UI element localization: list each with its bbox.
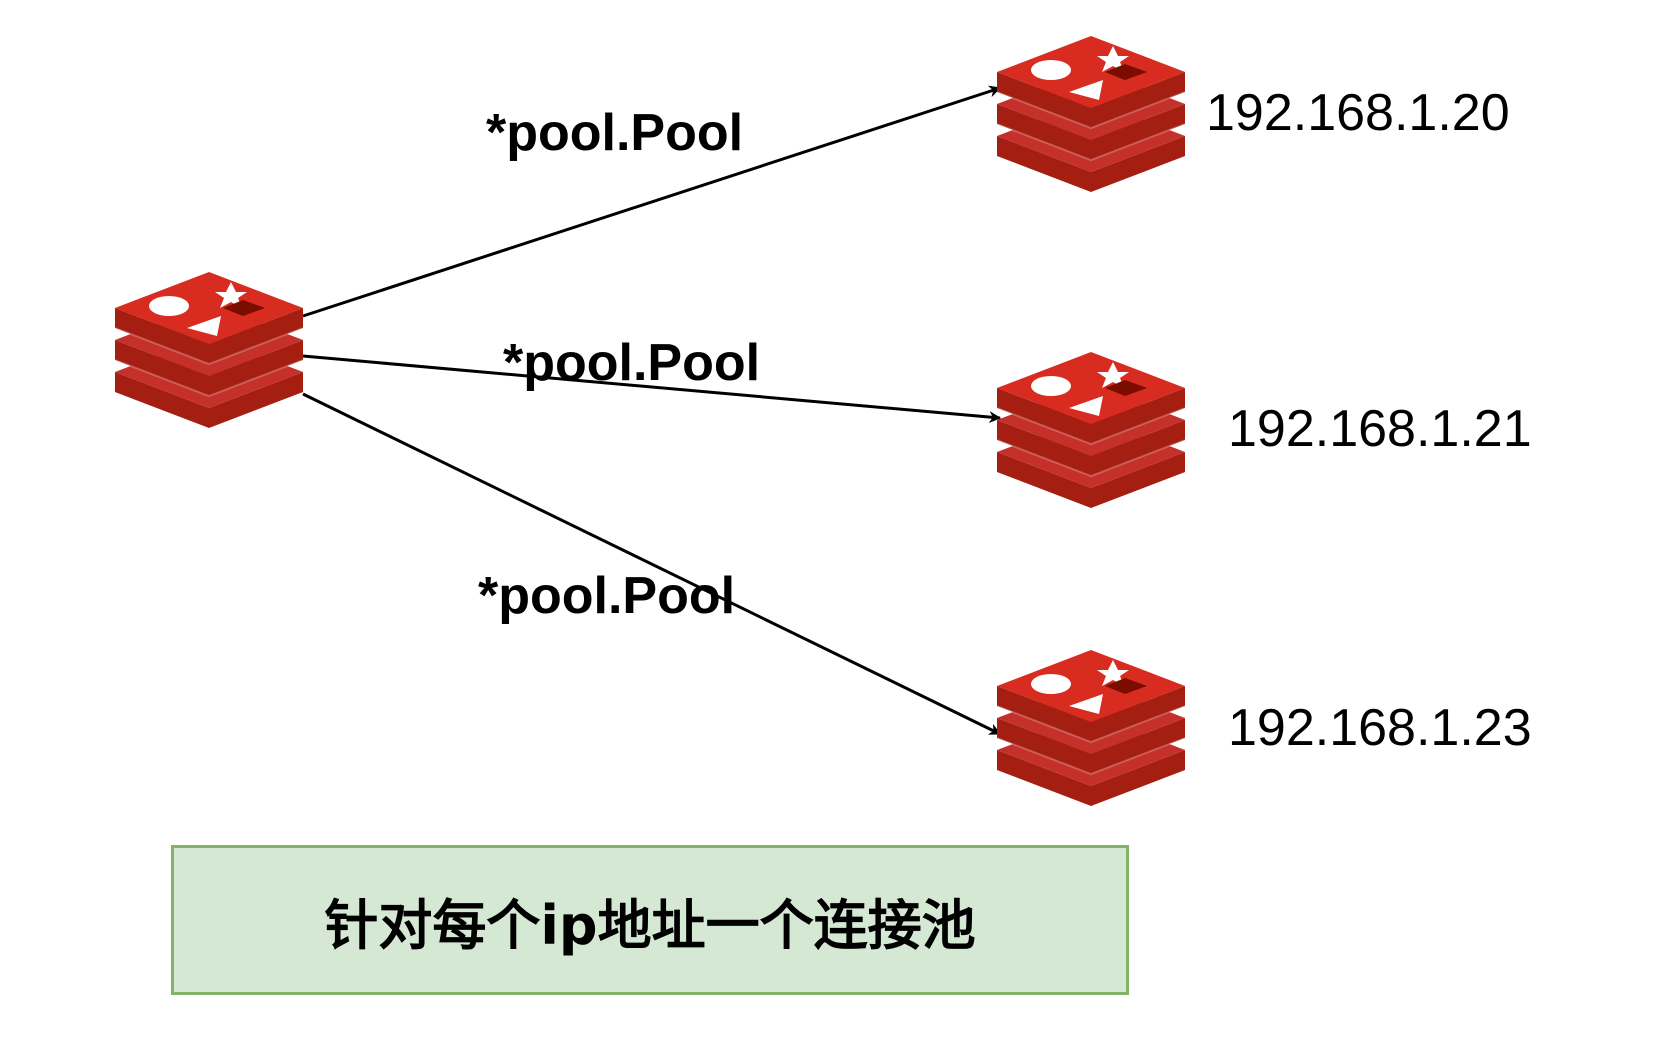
- server-2-ip-label: 192.168.1.21: [1228, 400, 1532, 458]
- server-1-redis-icon: [996, 35, 1186, 193]
- note-box: 针对每个ip地址一个连接池: [171, 845, 1129, 995]
- edge-label-server-2: *pool.Pool: [503, 334, 760, 392]
- edge-client-server-2: [302, 354, 1002, 424]
- edge-label-server-3: *pool.Pool: [478, 567, 735, 625]
- client-redis-icon: [114, 271, 304, 429]
- edge-client-server-3: [302, 392, 1002, 736]
- edge-client-server-1: [302, 85, 1002, 318]
- edge-label-server-1: *pool.Pool: [486, 104, 743, 162]
- server-3-ip-label: 192.168.1.23: [1228, 699, 1532, 757]
- server-3-redis-icon: [996, 649, 1186, 807]
- server-2-redis-icon: [996, 351, 1186, 509]
- note-text: 针对每个ip地址一个连接池: [324, 893, 976, 957]
- server-1-ip-label: 192.168.1.20: [1206, 84, 1510, 142]
